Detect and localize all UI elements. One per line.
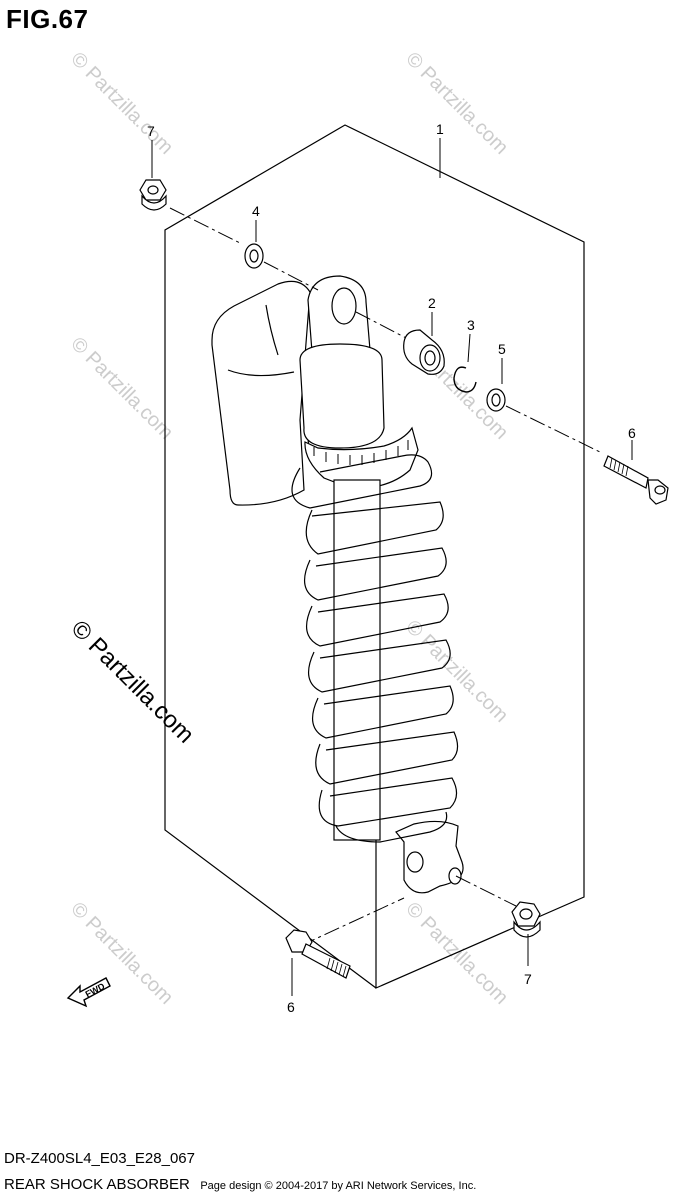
watermark-main: © Partzilla.com: [66, 615, 199, 748]
shock-shaft: [333, 479, 464, 894]
callout-2: 2: [428, 295, 436, 311]
centerline: [455, 875, 517, 907]
callout-1: 1: [436, 121, 444, 137]
nut-upper: [139, 179, 167, 211]
washer-right: [486, 388, 506, 412]
callout-6-lower: 6: [287, 999, 295, 1015]
watermark: © Partzilla.com: [66, 48, 177, 159]
centerline: [299, 897, 405, 947]
centerline: [355, 311, 411, 341]
centerline: [263, 261, 319, 291]
nut-lower: [511, 901, 541, 938]
callout-7-upper: 7: [147, 123, 155, 139]
shock-upper-body: [299, 275, 419, 489]
watermark: © Partzilla.com: [66, 333, 177, 444]
watermark: © Partzilla.com: [401, 48, 512, 159]
shock-reservoir: [211, 280, 311, 506]
snap-ring: [453, 366, 477, 393]
centerline: [169, 207, 243, 245]
bolt-lower: [285, 929, 351, 979]
callout-3: 3: [467, 317, 475, 333]
watermark: © Partzilla.com: [401, 898, 512, 1009]
bushing: [403, 329, 445, 375]
copyright-credit: Page design © 2004-2017 by ARI Network S…: [200, 1180, 477, 1192]
footer-row: REAR SHOCK ABSORBER Page design © 2004-2…: [4, 1176, 476, 1194]
callout-4: 4: [252, 203, 260, 219]
figure-title: FIG.67: [6, 4, 89, 34]
centerline: [505, 405, 601, 453]
bolt-upper: [603, 455, 669, 505]
assembly-box: [164, 124, 585, 989]
leader-line: [467, 333, 471, 363]
callout-5: 5: [498, 341, 506, 357]
washer-upper: [244, 243, 264, 269]
callout-6-upper: 6: [628, 425, 636, 441]
callout-7-lower: 7: [524, 971, 532, 987]
fwd-arrow-icon: FWD: [66, 977, 111, 1008]
watermark: © Partzilla.com: [401, 616, 512, 727]
model-code: DR-Z400SL4_E03_E28_067: [4, 1150, 195, 1167]
shock-spring: [291, 454, 459, 843]
diagram-name: REAR SHOCK ABSORBER: [4, 1176, 190, 1193]
